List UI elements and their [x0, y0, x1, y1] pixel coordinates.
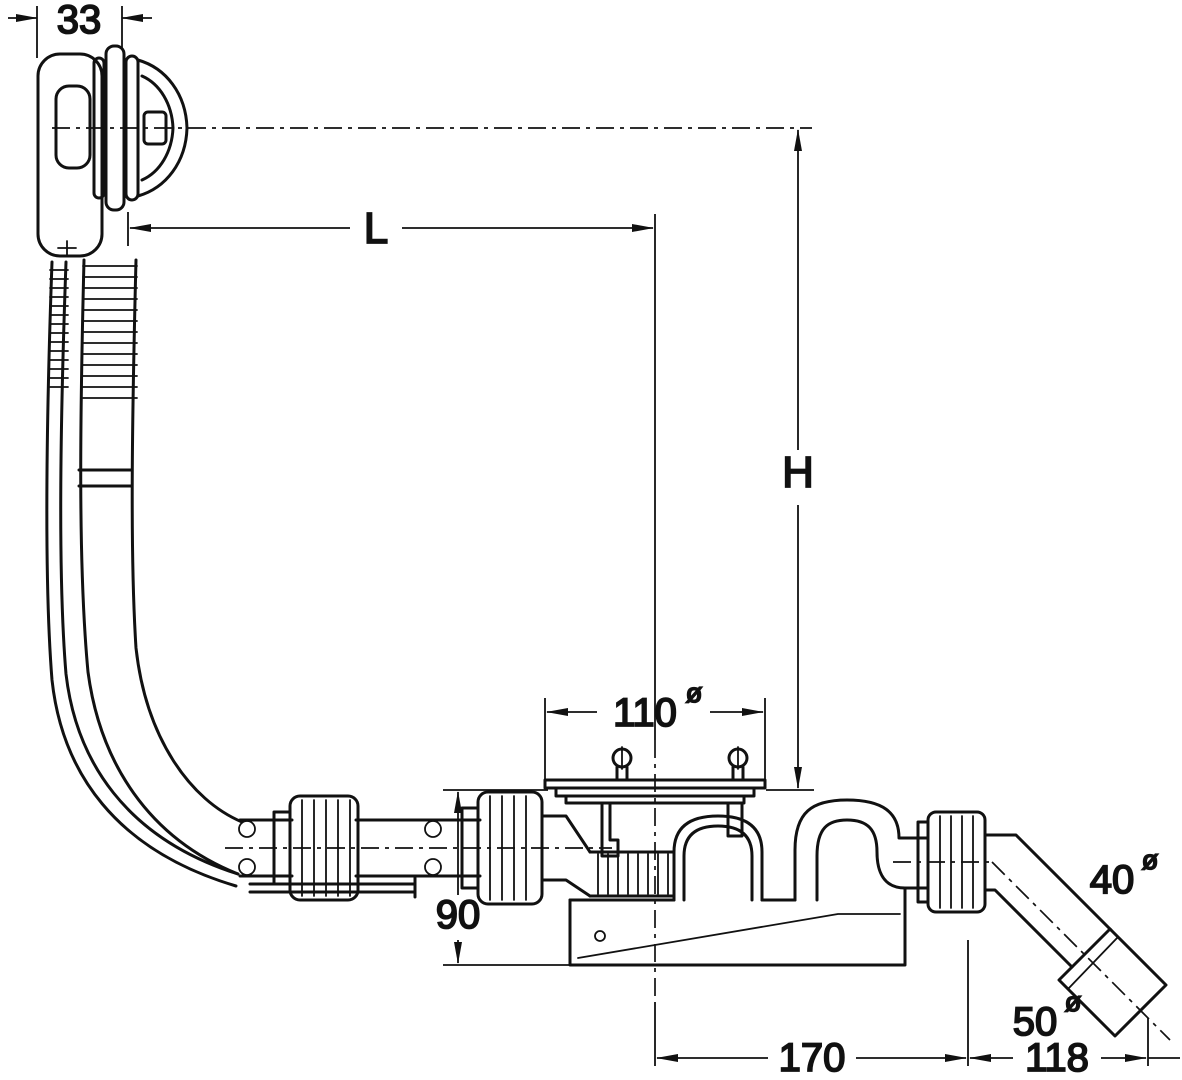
dimension-40-diameter-symbol: ø — [1142, 845, 1159, 875]
pipe-break-loop — [424, 858, 442, 876]
dimension-170: 170 — [654, 940, 969, 1080]
pipe-run — [238, 818, 482, 878]
overflow-cap-body — [36, 52, 104, 258]
overflow-rosette-plate — [92, 56, 106, 200]
dimension-50-diameter-symbol: ø — [1065, 987, 1082, 1017]
trap-drain-plug — [594, 930, 606, 942]
dimension-118-label: 118 — [1025, 1036, 1089, 1080]
outlet-socket — [1057, 927, 1168, 1038]
union-nut-middle — [460, 790, 544, 906]
overflow-hose — [77, 258, 244, 876]
flange-screw-right — [727, 746, 749, 782]
outlet-pipe — [983, 833, 1168, 1038]
tailpiece-ribs — [597, 853, 669, 895]
trap-body — [568, 798, 930, 967]
union-nut-left — [272, 794, 360, 902]
dimension-L-label: L — [364, 204, 388, 253]
dimensions: 33 L H 110 ø 90 40 — [8, 0, 1180, 1080]
flange-screw-left — [611, 746, 633, 782]
dimension-110: 110 ø — [544, 677, 766, 780]
dimension-50: 50 ø — [1012, 986, 1082, 1045]
dimension-33-label: 33 — [57, 0, 102, 42]
dimension-50-label: 50 — [1013, 1000, 1058, 1044]
pipe-break-loop — [424, 820, 442, 838]
union-nut-right — [916, 810, 987, 914]
overflow-rosette-plate — [104, 44, 126, 212]
dimension-L: L — [127, 203, 656, 740]
trap-hump-inner — [815, 818, 930, 902]
flange-tab-left — [600, 801, 620, 858]
dimension-170-label: 170 — [779, 1036, 846, 1080]
dimension-110-diameter-symbol: ø — [686, 678, 703, 708]
center-lines — [52, 127, 1171, 1041]
dimension-90-label: 90 — [436, 893, 481, 937]
dimension-33: 33 — [8, 0, 152, 58]
dimension-H: H — [766, 129, 815, 791]
drain-inlet — [540, 814, 676, 898]
dimension-H-label: H — [782, 448, 814, 497]
overflow-cap-window — [54, 84, 92, 170]
overflow-clip — [57, 240, 77, 257]
trap-wedge — [577, 913, 901, 959]
cable-ribs — [49, 269, 69, 388]
overflow-cable — [45, 260, 417, 899]
dimension-118: 118 — [969, 1018, 1180, 1080]
overflow-bell-inner — [140, 74, 175, 182]
dimension-110-label: 110 — [613, 691, 677, 735]
hose-coupling-seam — [77, 468, 133, 488]
dimension-40-label: 40 — [1090, 858, 1135, 902]
overflow-fitting — [36, 44, 189, 258]
pipe-break-loop — [238, 858, 256, 876]
trap-hump-outer — [793, 798, 930, 902]
overflow-bell — [136, 58, 189, 198]
dimension-90: 90 — [435, 789, 572, 966]
drain-flange — [543, 746, 767, 858]
hose-corrugation — [82, 265, 138, 399]
pipe-break-loop — [238, 820, 256, 838]
dimension-40: 40 ø — [1089, 844, 1159, 903]
outlet-socket-lip — [1067, 936, 1119, 990]
overflow-hub — [142, 110, 168, 146]
drain-dome — [672, 814, 764, 902]
